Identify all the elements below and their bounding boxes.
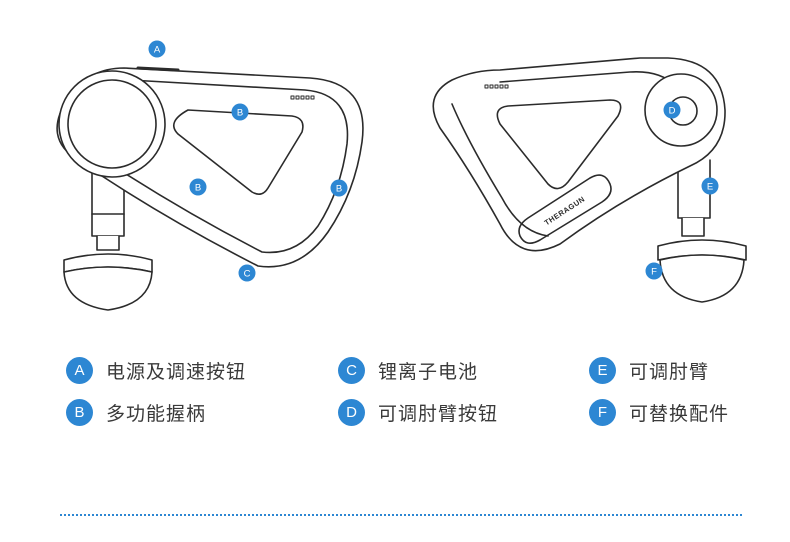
device-left	[56, 66, 364, 311]
legend-item-E: E 可调肘臂	[589, 356, 709, 384]
legend-badge-B: B	[66, 398, 93, 426]
legend-text-E: 可调肘臂	[629, 360, 710, 383]
svg-text:B: B	[195, 183, 201, 194]
svg-text:C: C	[244, 269, 251, 280]
left-head-ring	[58, 70, 166, 178]
left-ball	[63, 266, 153, 311]
svg-text:E: E	[707, 182, 713, 193]
legend-item-C: C 锂离子电池	[338, 356, 478, 384]
marker-D: D	[663, 101, 681, 119]
marker-B-edge: B	[330, 179, 348, 197]
marker-A-left: A	[148, 40, 166, 58]
svg-text:B: B	[237, 108, 243, 119]
legend-item-D: D 可调肘臂按钮	[338, 398, 498, 426]
left-top-button	[136, 66, 180, 72]
left-neck	[96, 235, 120, 251]
right-ball	[659, 254, 745, 303]
left-head-disk	[67, 79, 157, 169]
marker-C: C	[238, 264, 256, 282]
legend-badge-A: A	[66, 356, 93, 384]
legend-badge-E: E	[589, 356, 616, 384]
legend-text-B: 多功能握柄	[106, 402, 207, 425]
right-brand-capsule	[518, 174, 612, 244]
left-inner-outline	[97, 79, 349, 254]
legend-text-C: 锂离子电池	[378, 360, 479, 383]
marker-B-inner: B	[231, 103, 249, 121]
legend-badge-D: D	[338, 398, 365, 426]
right-neck	[681, 217, 705, 237]
product-diagram: THERAGUN A B B B C D E F	[56, 40, 747, 311]
right-speed-dots	[484, 84, 509, 89]
svg-text:B: B	[336, 184, 342, 195]
left-handle-cutout	[172, 109, 304, 196]
left-speed-dots	[290, 95, 315, 100]
legend-text-F: 可替换配件	[629, 402, 730, 425]
marker-F: F	[645, 262, 663, 280]
dotted-divider	[60, 514, 742, 516]
svg-text:D: D	[669, 106, 676, 117]
svg-text:F: F	[651, 267, 657, 278]
svg-text:A: A	[154, 45, 161, 56]
device-right	[432, 57, 747, 303]
marker-E: E	[701, 177, 719, 195]
legend-text-A: 电源及调速按钮	[106, 360, 247, 383]
legend-item-B: B 多功能握柄	[66, 398, 206, 426]
legend-badge-C: C	[338, 356, 365, 384]
legend-badge-F: F	[589, 398, 616, 426]
marker-B-body: B	[189, 178, 207, 196]
right-head-ring	[644, 73, 718, 147]
legend-text-D: 可调肘臂按钮	[378, 402, 499, 425]
right-handle-cutout	[496, 99, 622, 190]
legend-item-A: A 电源及调速按钮	[66, 356, 246, 384]
legend-item-F: F 可替换配件	[589, 398, 729, 426]
